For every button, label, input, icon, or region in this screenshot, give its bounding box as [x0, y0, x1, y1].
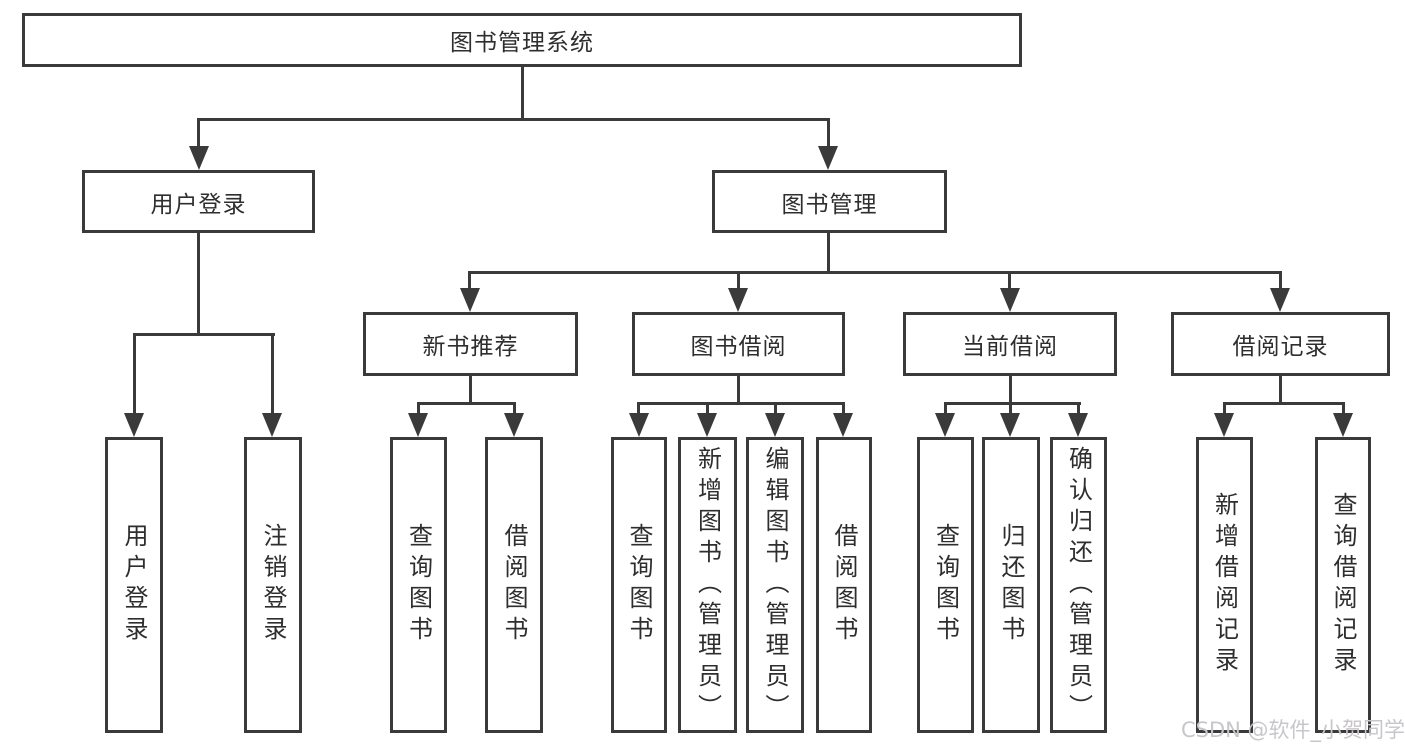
node-current-borrowing: 当前借阅: [903, 312, 1117, 376]
node-book-management-label: 图书管理: [781, 191, 878, 218]
connector-line: [706, 402, 709, 415]
arrowhead-down: [124, 413, 144, 437]
arrowhead-down: [1214, 413, 1234, 437]
arrowhead-down: [504, 413, 524, 437]
leaf-query-books-borrowing: 查询图书: [611, 437, 667, 733]
node-book-borrowing-label: 图书借阅: [690, 334, 787, 360]
connector-line: [944, 402, 1081, 405]
connector-line: [1223, 402, 1226, 415]
leaf-query-books-recommend: 查询图书: [390, 437, 447, 733]
connector-line: [197, 233, 200, 335]
connector-line: [842, 402, 845, 415]
arrowhead-down: [833, 413, 853, 437]
arrowhead-down: [818, 146, 838, 170]
connector-line: [469, 376, 472, 404]
leaf-add-books-admin-label: 新增图书（管理员）: [693, 445, 722, 725]
arrowhead-down: [1333, 413, 1353, 437]
arrowhead-down: [697, 413, 717, 437]
leaf-borrow-books-recommend: 借阅图书: [485, 437, 543, 733]
connector-line: [774, 402, 777, 415]
node-user-login: 用户登录: [82, 170, 315, 233]
arrowhead-down: [935, 413, 955, 437]
connector-line: [637, 402, 845, 405]
csdn-watermark: CSDN @软件_小贺同学: [1181, 718, 1405, 742]
leaf-return-books-label: 归还图书: [997, 523, 1025, 647]
connector-line: [271, 333, 274, 415]
leaf-query-books-current: 查询图书: [917, 437, 974, 733]
connector-line: [737, 271, 740, 290]
arrowhead-down: [1270, 288, 1290, 312]
leaf-logout: 注销登录: [244, 437, 302, 733]
connector-line: [827, 233, 830, 273]
connector-line: [1279, 271, 1282, 290]
arrowhead-down: [728, 288, 748, 312]
connector-line: [521, 67, 524, 121]
connector-line: [637, 402, 640, 415]
connector-line: [513, 402, 516, 415]
leaf-query-borrow-record-label: 查询借阅记录: [1329, 492, 1357, 678]
leaf-confirm-return-admin-label: 确认归还（管理员）: [1064, 445, 1093, 725]
leaf-user-login-label: 用户登录: [120, 523, 148, 647]
arrowhead-down: [1068, 413, 1088, 437]
leaf-logout-label: 注销登录: [259, 523, 287, 647]
connector-line: [737, 376, 740, 404]
arrowhead-down: [1000, 288, 1020, 312]
arrowhead-down: [629, 413, 649, 437]
arrowhead-down: [408, 413, 428, 437]
connector-line: [1279, 376, 1282, 404]
node-current-borrowing-label: 当前借阅: [962, 334, 1058, 360]
node-book-management: 图书管理: [712, 170, 947, 233]
connector-line: [197, 118, 830, 121]
leaf-add-borrow-record: 新增借阅记录: [1196, 437, 1253, 733]
connector-line: [133, 333, 136, 415]
connector-line: [417, 402, 420, 415]
leaf-confirm-return-admin: 确认归还（管理员）: [1050, 437, 1107, 733]
leaf-add-borrow-record-label: 新增借阅记录: [1210, 492, 1239, 678]
arrowhead-down: [1000, 413, 1020, 437]
node-new-book-recommend: 新书推荐: [363, 312, 578, 376]
connector-line: [944, 402, 947, 415]
leaf-add-books-admin: 新增图书（管理员）: [678, 437, 737, 733]
connector-line: [197, 118, 200, 148]
connector-line: [1008, 271, 1011, 290]
leaf-borrow-books-borrowing-label: 借阅图书: [830, 523, 858, 647]
leaf-edit-books-admin: 编辑图书（管理员）: [746, 437, 804, 733]
arrowhead-down: [460, 288, 480, 312]
leaf-edit-books-admin-label: 编辑图书（管理员）: [761, 445, 789, 725]
connector-line: [468, 271, 1282, 274]
node-borrowing-records: 借阅记录: [1171, 312, 1390, 376]
node-root-label: 图书管理系统: [450, 30, 594, 56]
leaf-query-borrow-record: 查询借阅记录: [1315, 437, 1371, 733]
node-borrowing-records-label: 借阅记录: [1232, 334, 1329, 360]
connector-line: [1009, 402, 1012, 415]
leaf-borrow-books-borrowing: 借阅图书: [816, 437, 872, 733]
arrowhead-down: [262, 413, 282, 437]
leaf-borrow-books-recommend-label: 借阅图书: [500, 523, 528, 647]
leaf-return-books: 归还图书: [982, 437, 1040, 733]
leaf-query-books-recommend-label: 查询图书: [404, 523, 433, 647]
connector-line: [1223, 402, 1345, 405]
node-book-borrowing: 图书借阅: [632, 312, 845, 376]
leaf-query-books-current-label: 查询图书: [931, 523, 960, 647]
node-user-login-label: 用户登录: [150, 191, 247, 218]
connector-line: [417, 402, 516, 405]
arrowhead-down: [765, 413, 785, 437]
connector-line: [133, 333, 275, 336]
node-new-book-recommend-label: 新书推荐: [422, 334, 519, 360]
leaf-query-books-borrowing-label: 查询图书: [625, 523, 653, 647]
connector-line: [827, 118, 830, 148]
connector-line: [1077, 402, 1080, 415]
connector-line: [1009, 376, 1012, 404]
connector-line: [1342, 402, 1345, 415]
connector-line: [468, 271, 471, 290]
leaf-user-login: 用户登录: [105, 437, 163, 733]
node-root: 图书管理系统: [22, 13, 1022, 67]
arrowhead-down: [189, 146, 209, 170]
